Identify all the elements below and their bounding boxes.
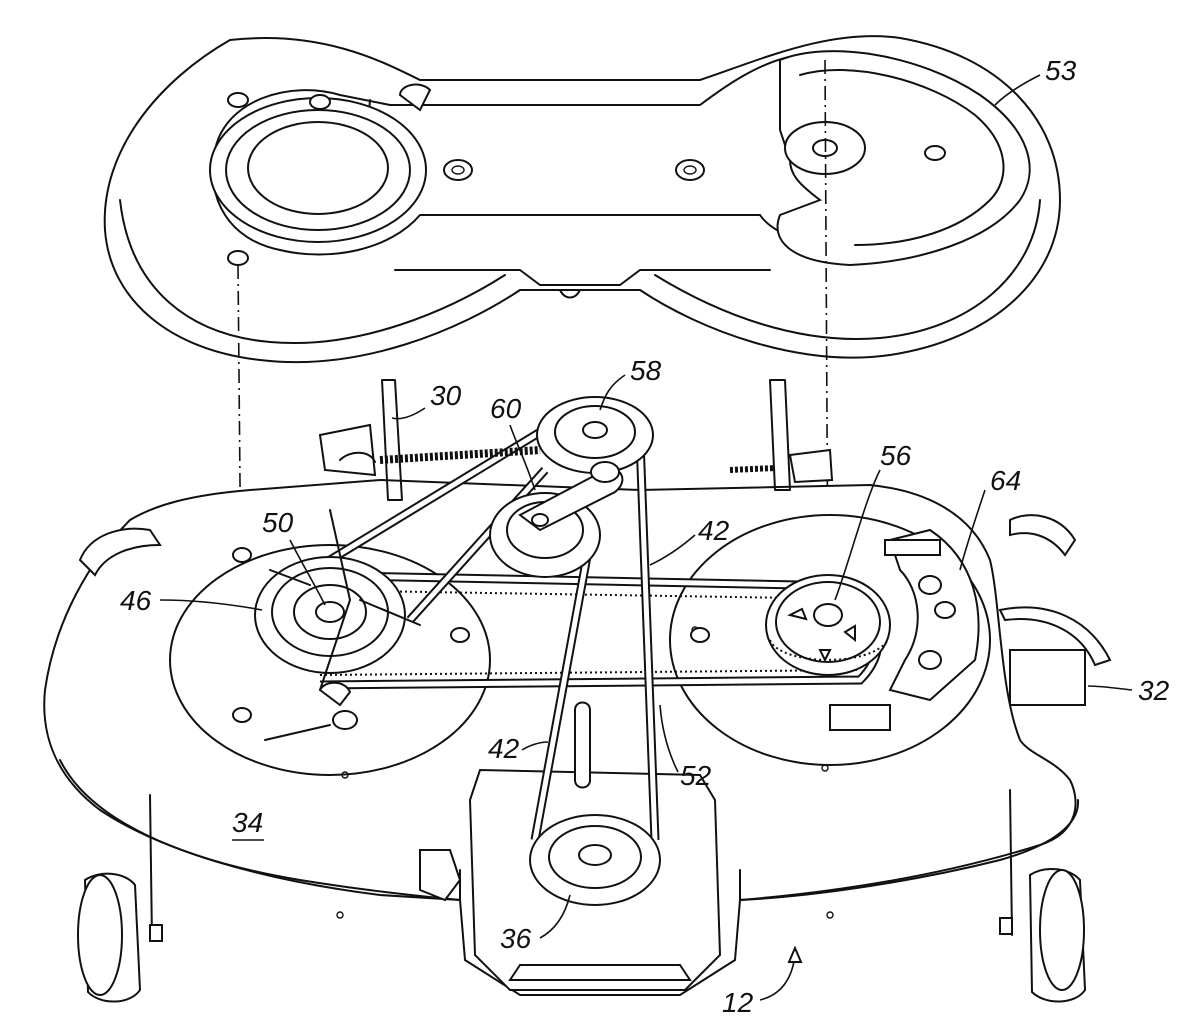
reference-labels: 53 58 30 60 56 64 50 42 46 32 42 52 34 3…: [120, 55, 1170, 1018]
discharge-chute: [998, 606, 1112, 706]
tension-pulley-60: [489, 461, 624, 578]
label-42-bottom: 42: [488, 733, 520, 764]
label-12: 12: [722, 987, 754, 1018]
drive-pulley-36: [529, 814, 661, 906]
label-50: 50: [262, 507, 294, 538]
label-53: 53: [1045, 55, 1077, 86]
label-52: 52: [680, 760, 712, 791]
wheel-left: [77, 794, 163, 1003]
linkage-30: [318, 379, 834, 707]
nuts: [232, 547, 710, 741]
label-60: 60: [490, 393, 522, 424]
label-36: 36: [500, 923, 532, 954]
label-46: 46: [120, 585, 152, 616]
idler-pulley-58: [536, 396, 654, 474]
label-58: 58: [630, 355, 662, 386]
label-56: 56: [880, 440, 912, 471]
label-64: 64: [990, 465, 1021, 496]
label-42-top: 42: [698, 515, 730, 546]
label-34: 34: [232, 807, 263, 838]
belt-cover: [103, 35, 1062, 364]
wheel-right: [999, 789, 1087, 1003]
left-spindle-pulley: [254, 556, 406, 674]
bracket-64: [829, 528, 980, 731]
label-30: 30: [430, 380, 462, 411]
right-spindle-pulley: [765, 574, 891, 676]
alignment-line-left: [237, 264, 243, 701]
label-32: 32: [1138, 675, 1170, 706]
